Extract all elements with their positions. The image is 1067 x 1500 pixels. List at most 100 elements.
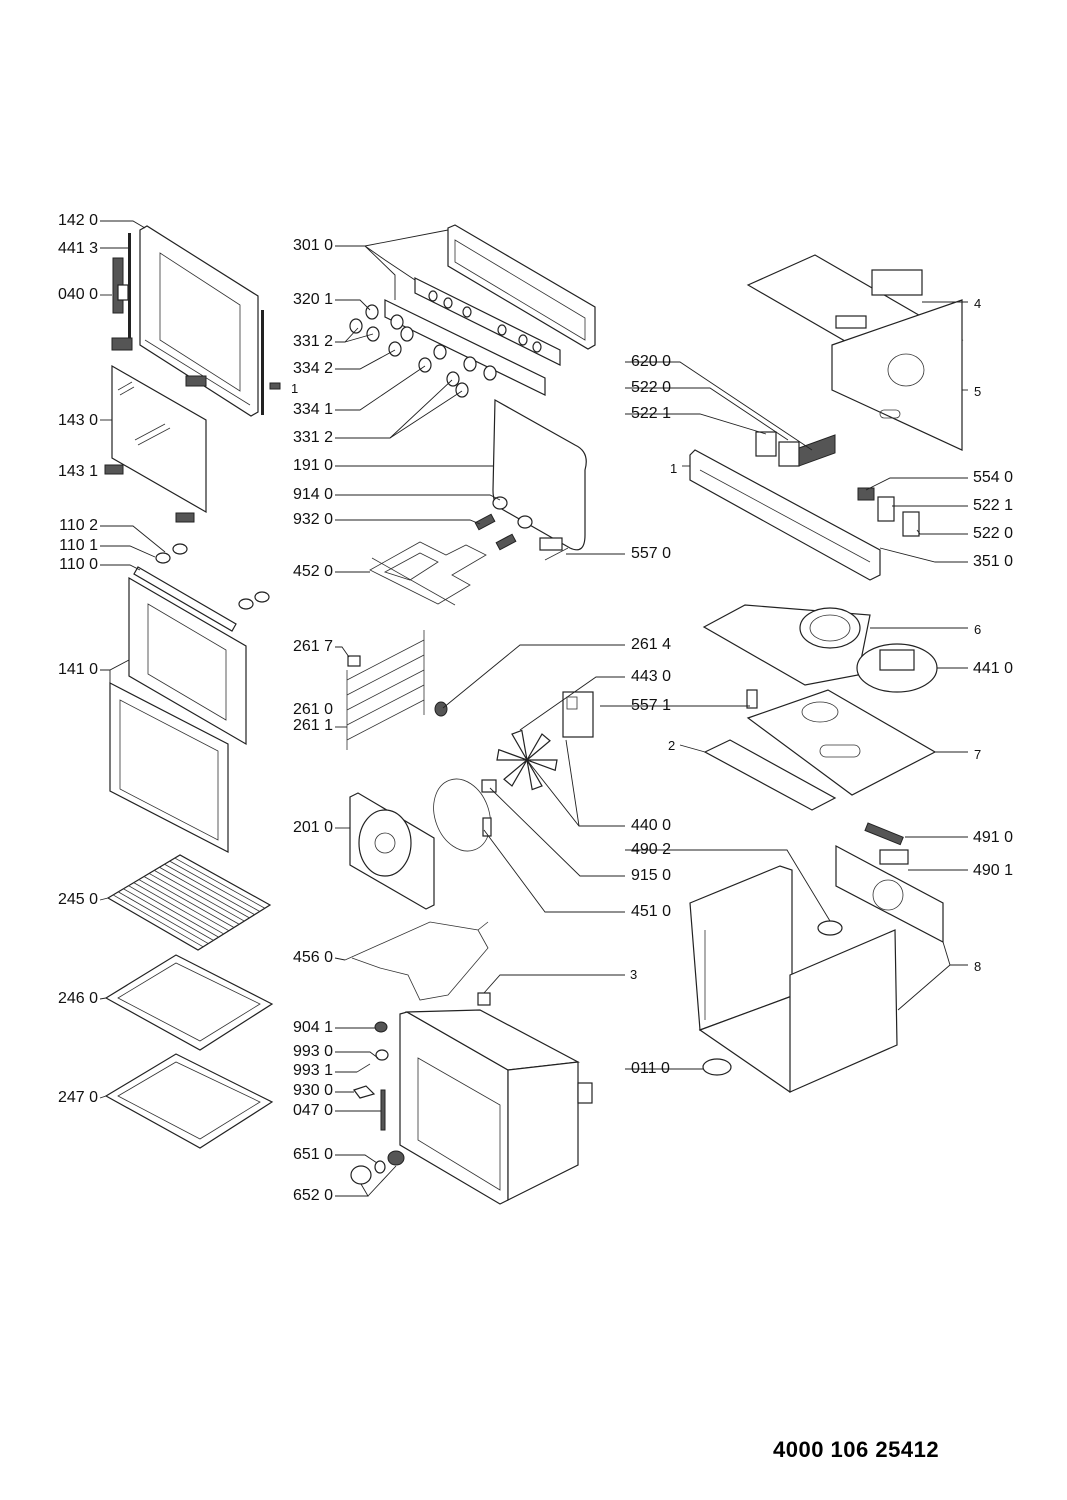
leader-line <box>489 787 625 877</box>
switch-554-0 <box>857 487 875 501</box>
panel-hole <box>428 290 438 302</box>
leader-line <box>364 245 416 281</box>
callout-993-1: 993 1 <box>292 1062 333 1079</box>
callout-261-4: 261 4 <box>631 636 672 653</box>
knob <box>418 357 432 373</box>
rack-wire <box>112 894 204 948</box>
rack-wire <box>143 876 235 928</box>
leader-line <box>483 974 625 994</box>
fan-housing-6 <box>702 604 871 686</box>
leader-line <box>100 659 130 671</box>
leader-line <box>100 545 156 558</box>
callout-993-0: 993 0 <box>292 1043 333 1060</box>
callout-261-0: 261 0 <box>292 701 333 718</box>
callout-522-1-b: 522 1 <box>973 497 1014 514</box>
callout-491-0: 491 0 <box>973 829 1014 846</box>
knob <box>365 304 379 320</box>
door-seal-right <box>261 310 264 415</box>
callout-2: 2 <box>668 738 676 753</box>
rack-wire <box>133 882 224 935</box>
leader-line <box>679 744 706 753</box>
knob <box>446 371 460 387</box>
fan-blade <box>526 759 558 772</box>
lamp-seal-993-0 <box>375 1049 389 1061</box>
support-bracket-1 <box>689 449 881 581</box>
door-seal-441-3 <box>128 233 131 338</box>
screw-993-1 <box>356 1063 371 1073</box>
oven-seal-191-0 <box>492 398 587 551</box>
rack-wire <box>154 870 245 922</box>
wire-rack-245-0 <box>106 854 272 951</box>
rack-wire <box>159 866 250 919</box>
callout-8: 8 <box>974 959 982 974</box>
leader-line <box>942 941 951 966</box>
rail-wire <box>346 654 425 696</box>
callout-246-0: 246 0 <box>57 990 98 1007</box>
leader-line <box>519 676 625 731</box>
rail-stop-261-7 <box>347 655 361 667</box>
document-number: 4000 106 25412 <box>773 1437 940 1462</box>
callout-557-1: 557 1 <box>631 697 672 714</box>
panel-hole <box>462 306 472 318</box>
callout-247-0: 247 0 <box>57 1089 98 1106</box>
callout-557-0: 557 0 <box>631 545 672 562</box>
rail-wire <box>346 684 425 726</box>
leader-line <box>526 759 625 827</box>
callout-443-0: 443 0 <box>631 668 672 685</box>
leader-line <box>897 964 968 1011</box>
callout-7: 7 <box>974 747 982 762</box>
rack-wire <box>123 888 214 941</box>
leader-line <box>389 390 463 439</box>
callout-110-1: 110 1 <box>59 537 98 554</box>
callout-5: 5 <box>974 384 982 399</box>
knob <box>400 326 414 342</box>
callout-110-2: 110 2 <box>59 517 98 534</box>
clip-930-0 <box>353 1085 376 1099</box>
knob <box>349 318 363 334</box>
leader-line <box>865 477 968 491</box>
relay-522-1-b <box>877 496 895 522</box>
rack-wire <box>174 857 266 909</box>
baking-tray-246-0 <box>104 954 274 1051</box>
callout-522-0-a: 522 0 <box>631 379 672 396</box>
relay-522-0-b <box>902 511 920 537</box>
control-knobs <box>349 304 497 398</box>
callout-320-1: 320 1 <box>292 291 333 308</box>
leader-line <box>335 494 501 501</box>
nut-915-0 <box>481 779 497 793</box>
leader-line <box>334 957 346 961</box>
callout-1-bracket: 1 <box>670 461 678 476</box>
rack-wire <box>164 863 255 915</box>
callout-441-3: 441 3 <box>57 240 98 257</box>
rail-wire <box>346 669 425 711</box>
rack-wire <box>118 891 209 944</box>
handle-assembly-110 <box>133 543 270 632</box>
callout-191-0: 191 0 <box>292 457 333 474</box>
leader-line <box>364 245 396 300</box>
screw-1 <box>269 382 281 390</box>
leader-line <box>100 669 111 686</box>
lower-element-456-0 <box>344 921 489 1001</box>
leader-line <box>335 299 371 311</box>
callout-522-1-a: 522 1 <box>631 405 672 422</box>
callout-490-2: 490 2 <box>631 841 672 858</box>
callout-915-0: 915 0 <box>631 867 672 884</box>
hinge-bracket <box>111 337 133 351</box>
grill-element-452-0 <box>369 541 487 606</box>
foot-011-0 <box>702 1058 732 1076</box>
inner-door-frame <box>109 682 229 853</box>
leader-line <box>625 413 767 435</box>
rail-wire <box>346 639 425 681</box>
door-frame-142-0 <box>139 225 259 417</box>
callout-351-0: 351 0 <box>973 553 1014 570</box>
relay-522-0-a <box>755 431 800 467</box>
nut-914-0 <box>492 496 508 510</box>
outer-casing-8 <box>689 865 898 1093</box>
callout-334-2: 334 2 <box>292 360 333 377</box>
callout-522-0-b: 522 0 <box>973 525 1014 542</box>
panel-hole <box>518 334 528 346</box>
callout-331-2-a: 331 2 <box>292 333 333 350</box>
callout-3: 3 <box>630 967 638 982</box>
nut-second <box>517 515 533 529</box>
callout-456-0: 456 0 <box>292 949 333 966</box>
